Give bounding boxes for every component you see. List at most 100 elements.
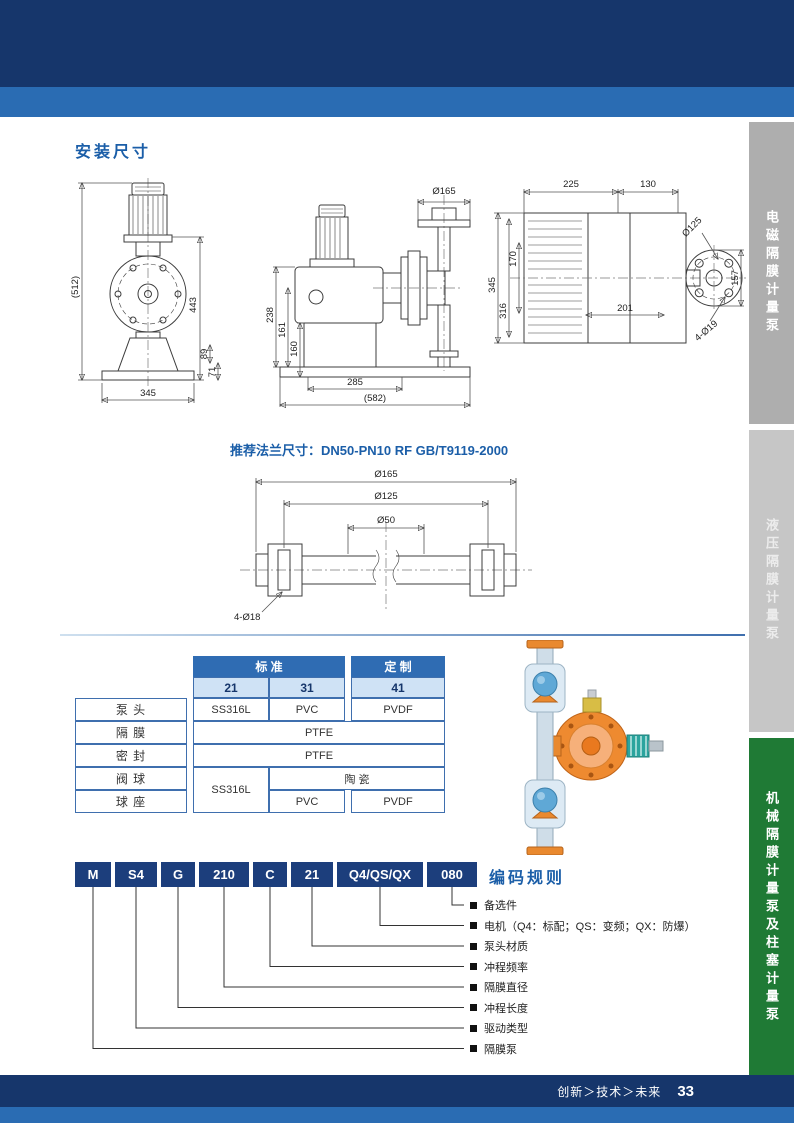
cell-diaphragm: PTFE [193,721,445,744]
footer-band: 创新＞技术＞未来 33 [0,1075,794,1107]
dim-label: Ø125 [374,491,397,502]
row-label-seal: 密 封 [75,744,187,767]
coding-box-m: M [75,862,111,887]
footer-blue-band [0,1107,794,1123]
header-blue-band [0,87,794,117]
cell-pump-head-21: SS316L [193,698,269,721]
bullet-icon [470,983,477,991]
top-view-drawing: 225 130 345 316 170 201 Ø125 157 4-Ø19 [487,179,746,344]
coding-item-label: 备选件 [484,900,517,913]
row-label-ball-seat: 球 座 [75,790,187,813]
sidebar-tab-electromagnetic-pump: 电磁隔膜计量泵 [749,122,794,424]
coding-item-diaphragm-diameter: 隔膜直径 [470,977,695,998]
dim-label: 130 [640,179,656,190]
coding-item-head-material: 泵头材质 [470,936,695,957]
front-view-drawing: (512) 443 89 71 345 [70,178,218,403]
bullet-icon [470,1024,477,1032]
col-group-custom: 定 制 [351,656,445,677]
dim-label: 89 [199,349,210,360]
coding-item-stroke-frequency: 冲程频率 [470,957,695,978]
footer-slogan: 创新＞技术＞未来 [557,1084,662,1099]
coding-box-080: 080 [427,862,477,887]
dim-label: 157 [730,270,741,286]
dim-label: 170 [508,251,519,267]
cell-pump-head-41: PVDF [351,698,445,721]
dim-label: 201 [617,303,633,314]
sidebar-tab-mechanical-pump-active: 机械隔膜计量泵及柱塞计量泵 [749,738,794,1078]
section-divider [60,634,745,636]
cell-pump-head-31: PVC [269,698,345,721]
coding-item-options: 备选件 [470,895,695,916]
dim-label: 161 [277,322,288,338]
dim-label: (512) [70,276,81,298]
dim-label: 316 [498,303,509,319]
page-number: 33 [677,1082,694,1100]
dim-label: 285 [347,377,363,388]
dim-label: (582) [364,393,386,404]
coding-item-label: 驱动类型 [484,1023,528,1036]
row-label-pump-head: 泵 头 [75,698,187,721]
dim-label: 345 [140,388,156,399]
dim-label: Ø125 [680,215,704,239]
coding-box-s4: S4 [115,862,157,887]
cell-ball-custom: 陶 瓷 [269,767,445,790]
cell-seal: PTFE [193,744,445,767]
coding-item-label: 电机（Q4：标配；QS：变频；QX：防爆） [484,920,696,933]
coding-item-label: 泵头材质 [484,941,528,954]
flange-drawing: Ø165 Ø125 Ø50 4-Ø18 [234,469,532,623]
dim-label: 4-Ø18 [234,612,260,623]
code-21: 21 [193,677,269,698]
flange-note-label: 推荐法兰尺寸： [230,443,322,458]
coding-rule-title: 编码规则 [489,870,566,887]
dim-label: Ø50 [377,515,395,526]
bullet-icon [470,901,477,909]
coding-item-label: 冲程长度 [484,1002,528,1015]
coding-box-motor: Q4/QS/QX [337,862,423,887]
coding-item-stroke-length: 冲程长度 [470,998,695,1019]
side-view-drawing: Ø165 238 161 160 285 (582) [265,186,470,407]
cell-seat-31: PVC [269,790,345,813]
sidebar-tab-hydraulic-pump: 液压隔膜计量泵 [749,430,794,732]
header-navy-band [0,0,794,87]
coding-connector-lines [92,887,464,1049]
cell-ball-std: SS316L [193,767,269,813]
bullet-icon [470,922,477,930]
coding-box-21: 21 [291,862,333,887]
flange-section: Ø165 Ø125 Ø50 4-Ø18 [234,469,532,623]
coding-box-210: 210 [199,862,249,887]
code-41: 41 [351,677,445,698]
dim-label: Ø165 [374,469,397,480]
row-label-diaphragm: 隔 膜 [75,721,187,744]
dim-label: 4-Ø19 [693,318,720,343]
pump-illustration [524,640,664,855]
dim-label: 345 [487,277,498,293]
coding-box-g: G [161,862,195,887]
dim-label: 238 [265,307,276,323]
coding-item-motor: 电机（Q4：标配；QS：变频；QX：防爆） [470,916,695,937]
section-title: 安装尺寸 [75,144,152,161]
bullet-icon [470,942,477,950]
dim-label: 160 [289,341,300,357]
dim-label: 71 [207,367,218,378]
col-group-standard: 标 准 [193,656,345,677]
bullet-icon [470,1045,477,1053]
coding-box-c: C [253,862,287,887]
cell-seat-41: PVDF [351,790,445,813]
flange-note-value: DN50-PN10 RF GB/T9119-2000 [321,443,509,458]
bullet-icon [470,1004,477,1012]
flange-note: 推荐法兰尺寸：DN50-PN10 RF GB/T9119-2000 [230,440,508,459]
dim-label: 225 [563,179,579,190]
coding-item-drive-type: 驱动类型 [470,1018,695,1039]
bullet-icon [470,963,477,971]
dim-label: Ø165 [432,186,455,197]
dim-label: 443 [188,297,199,313]
code-31: 31 [269,677,345,698]
coding-legend: 备选件 电机（Q4：标配；QS：变频；QX：防爆） 泵头材质 冲程频率 隔膜直径… [470,895,695,1059]
coding-item-label: 隔膜泵 [484,1043,517,1056]
coding-item-label: 冲程频率 [484,961,528,974]
materials-table: 标 准 定 制 21 31 41 泵 头 SS316L PVC PVDF 隔 膜… [75,656,445,813]
installation-drawings: (512) 443 89 71 345 [70,178,746,437]
coding-item-label: 隔膜直径 [484,982,528,995]
row-label-valve-ball: 阀 球 [75,767,187,790]
